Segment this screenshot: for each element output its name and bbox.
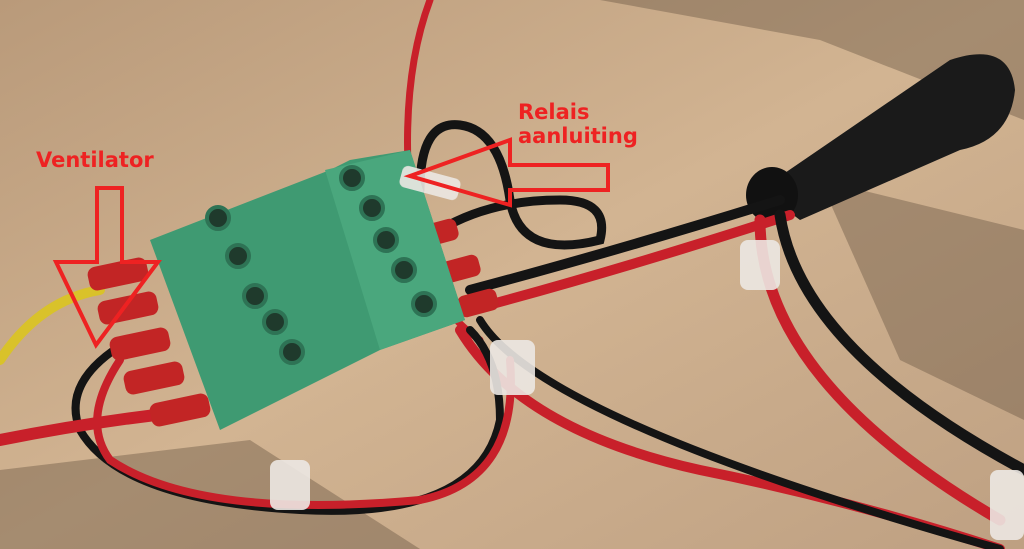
relay-label-line1: Relais [518, 100, 590, 124]
fan-annotation-label: Ventilator [36, 148, 154, 172]
annotation-arrows [52, 137, 610, 349]
fan-arrow-icon [52, 186, 162, 349]
relay-label-line2: aanluiting [518, 124, 638, 148]
cable-ties [270, 165, 1024, 540]
terminal-block-connector [150, 150, 465, 430]
relay-annotation-label: Relais aanluiting [518, 100, 638, 148]
relay-arrow-icon [403, 137, 610, 208]
